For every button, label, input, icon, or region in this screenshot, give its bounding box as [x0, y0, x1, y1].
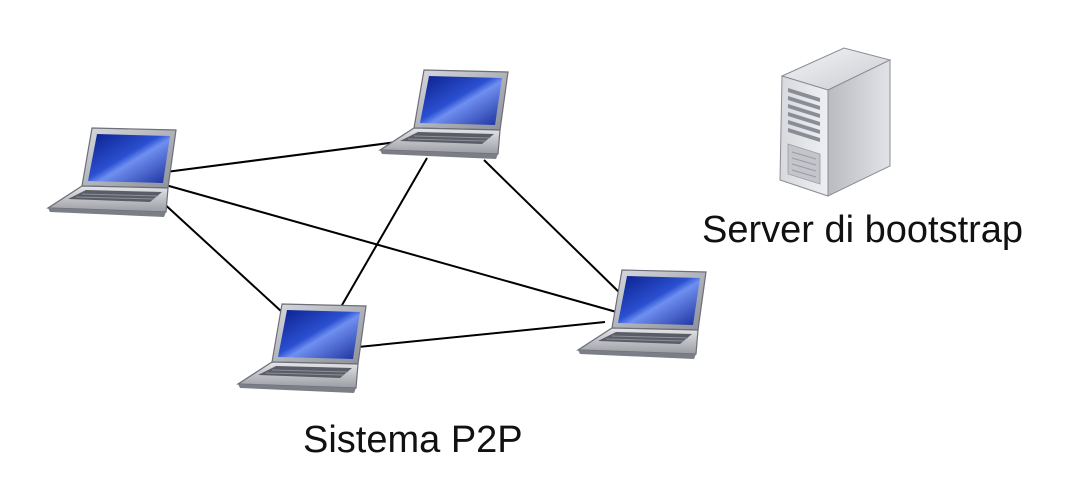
link-b-d [483, 159, 625, 298]
server-tower-icon [779, 47, 892, 197]
link-b-c [337, 157, 428, 313]
laptop-icon [379, 69, 509, 160]
link-a-b [165, 138, 421, 173]
link-a-d [161, 183, 621, 314]
p2p-system-label: Sistema P2P [303, 419, 523, 461]
link-a-c [159, 199, 283, 313]
laptop-icon [47, 127, 177, 218]
link-c-d [357, 321, 606, 348]
server-label: Server di bootstrap [702, 209, 1024, 251]
laptop-icon [237, 303, 367, 394]
laptop-icon [577, 269, 707, 360]
network-links [159, 138, 625, 348]
